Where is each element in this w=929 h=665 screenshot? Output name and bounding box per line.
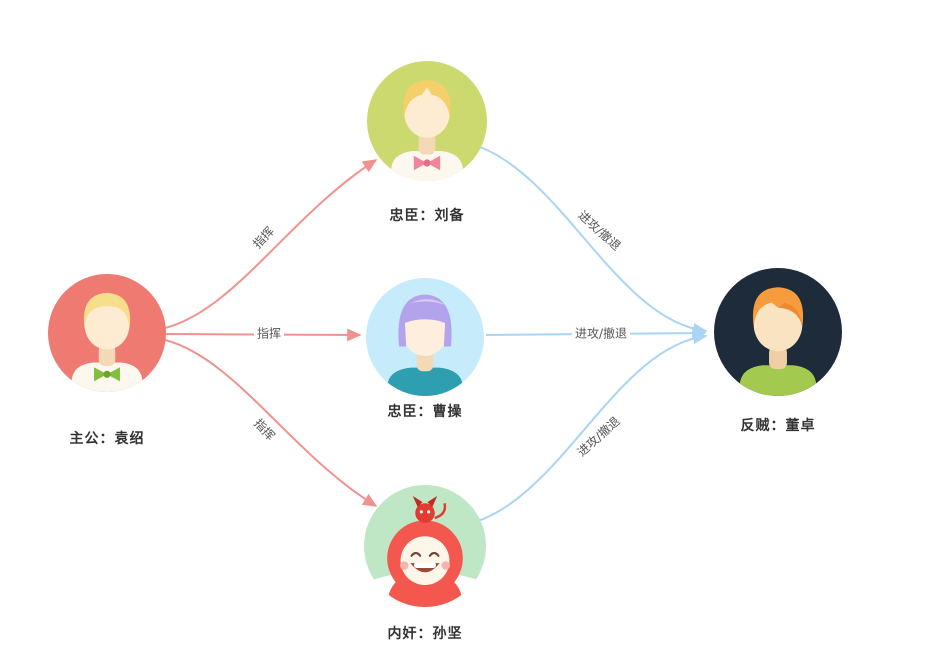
edge-yuanshao-sunjian [164, 339, 378, 507]
node-dongzhuo[interactable] [714, 268, 842, 396]
node-label-caocao: 忠臣：曹操 [387, 404, 463, 420]
avatar-yuanshao-icon [48, 274, 166, 392]
edge-label-command-caocao: 指挥 [253, 325, 285, 343]
node-label-dongzhuo: 反贼：董卓 [740, 418, 816, 434]
node-liubei[interactable] [367, 61, 487, 181]
avatar-sunjian-icon [364, 485, 486, 607]
avatar-caocao-icon [366, 278, 484, 396]
node-caocao[interactable] [366, 278, 484, 396]
edge-yuanshao-liubei [164, 159, 378, 329]
edge-sunjian-dongzhuo [477, 331, 708, 522]
edge-liubei-dongzhuo [479, 146, 708, 336]
edge-label-attack-caocao: 进攻/撤退 [571, 325, 631, 343]
avatar-liubei-icon [367, 61, 487, 181]
avatar-dongzhuo-icon [714, 268, 842, 396]
node-sunjian[interactable] [364, 485, 486, 607]
node-yuanshao[interactable] [48, 274, 166, 392]
node-label-sunjian: 内奸：孙坚 [387, 626, 463, 642]
node-label-yuanshao: 主公：袁绍 [69, 431, 145, 447]
node-label-liubei: 忠臣：刘备 [389, 208, 465, 224]
